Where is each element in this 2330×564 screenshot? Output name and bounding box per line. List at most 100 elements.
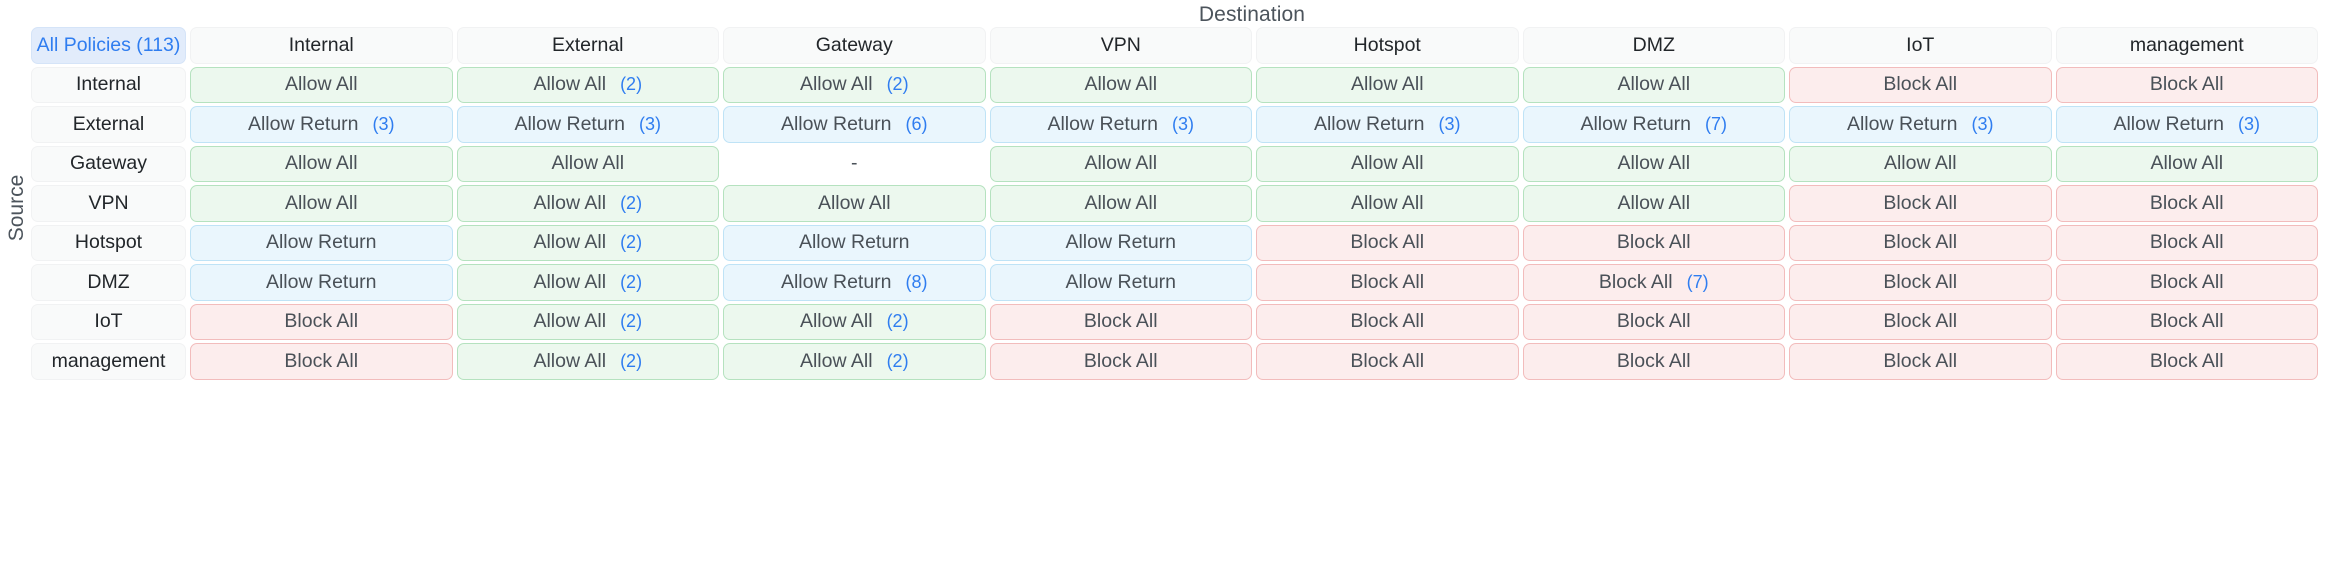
matrix-cell-label: Block All: [2149, 270, 2224, 293]
matrix-cell-content: Block All(7): [1599, 272, 1709, 293]
matrix-cell[interactable]: Allow Return(3): [1256, 106, 1519, 143]
matrix-cell[interactable]: Allow All: [190, 145, 453, 182]
column-header-external[interactable]: External: [456, 27, 719, 64]
matrix-cell[interactable]: Allow Return: [989, 264, 1252, 301]
matrix-cell-content: Allow All: [1084, 153, 1157, 174]
matrix-cell[interactable]: Allow All: [989, 145, 1252, 182]
row-header-label: VPN: [88, 191, 129, 214]
matrix-cell[interactable]: Block All: [1522, 224, 1785, 261]
row-header-external[interactable]: External: [31, 106, 186, 143]
column-header-gateway[interactable]: Gateway: [723, 27, 986, 64]
matrix-cell[interactable]: Allow All(2): [456, 303, 719, 340]
matrix-cell-label: Block All: [1350, 270, 1425, 293]
matrix-cell[interactable]: Block All: [989, 343, 1252, 380]
matrix-cell[interactable]: Block All: [1522, 343, 1785, 380]
matrix-cell[interactable]: Allow All: [1256, 145, 1519, 182]
matrix-cell[interactable]: Allow All: [456, 145, 719, 182]
matrix-cell[interactable]: Allow All(2): [723, 303, 986, 340]
matrix-cell-content: Allow All: [1350, 191, 1424, 214]
column-header-iot[interactable]: IoT: [1789, 27, 2052, 64]
matrix-cell[interactable]: Allow All: [1522, 66, 1785, 103]
column-header-hotspot[interactable]: Hotspot: [1256, 27, 1519, 64]
matrix-cell[interactable]: Allow All: [1789, 145, 2052, 182]
matrix-cell[interactable]: Allow All: [723, 185, 986, 222]
matrix-cell[interactable]: Allow Return(3): [190, 106, 453, 143]
row-header-dmz[interactable]: DMZ: [31, 264, 186, 301]
matrix-cell-content: Allow All: [2150, 153, 2223, 174]
matrix-cell[interactable]: Block All: [989, 303, 1252, 340]
matrix-cell[interactable]: Allow All(2): [456, 66, 719, 103]
matrix-cell[interactable]: Block All: [2055, 343, 2318, 380]
matrix-cell[interactable]: Allow Return(3): [456, 106, 719, 143]
matrix-cell-label: Block All: [1883, 73, 1958, 95]
matrix-cell-label: Block All: [2149, 73, 2224, 95]
matrix-cell[interactable]: Block All: [1256, 303, 1519, 340]
matrix-cell[interactable]: Allow All: [1256, 185, 1519, 222]
matrix-cell[interactable]: Block All: [190, 303, 453, 340]
matrix-cell[interactable]: Allow All(2): [456, 264, 719, 301]
matrix-cell[interactable]: Block All: [2055, 185, 2318, 222]
column-header-vpn[interactable]: VPN: [989, 27, 1252, 64]
matrix-cell[interactable]: Allow Return(3): [1789, 106, 2052, 143]
matrix-cell[interactable]: Allow All: [190, 185, 453, 222]
matrix-cell[interactable]: Block All(7): [1522, 264, 1785, 301]
matrix-cell[interactable]: Block All: [2055, 303, 2318, 340]
matrix-cell[interactable]: Block All: [2055, 224, 2318, 261]
matrix-cell-label: Block All: [1883, 310, 1958, 332]
matrix-cell[interactable]: Allow All: [1256, 66, 1519, 103]
matrix-cell[interactable]: Block All: [1256, 343, 1519, 380]
row-header-label: management: [51, 349, 166, 372]
matrix-cell[interactable]: Allow Return: [190, 224, 453, 261]
row-header-vpn[interactable]: VPN: [31, 185, 186, 222]
matrix-cell[interactable]: Allow All(2): [456, 343, 719, 380]
matrix-cell[interactable]: Allow Return(7): [1522, 106, 1785, 143]
matrix-cell-label: Allow All: [1350, 191, 1424, 214]
column-header-internal[interactable]: Internal: [190, 27, 453, 64]
matrix-cell[interactable]: Allow All(2): [456, 224, 719, 261]
matrix-cell[interactable]: Block All: [2055, 264, 2318, 301]
matrix-cell[interactable]: Allow All: [989, 185, 1252, 222]
column-header-dmz[interactable]: DMZ: [1522, 27, 1785, 64]
matrix-cell[interactable]: Block All: [1789, 264, 2052, 301]
matrix-cell[interactable]: Allow All: [190, 66, 453, 103]
matrix-cell[interactable]: Allow All(2): [456, 185, 719, 222]
matrix-cell[interactable]: Block All: [1789, 185, 2052, 222]
matrix-cell[interactable]: Block All: [1789, 224, 2052, 261]
matrix-cell[interactable]: Block All: [2055, 66, 2318, 103]
matrix-cell[interactable]: Allow Return(8): [723, 264, 986, 301]
matrix-cell-content: Allow Return: [266, 272, 377, 293]
matrix-cell[interactable]: Block All: [1256, 224, 1519, 261]
matrix-cell[interactable]: Allow All(2): [723, 343, 986, 380]
matrix-cell[interactable]: Allow Return: [723, 224, 986, 261]
row-header-internal[interactable]: Internal: [31, 66, 186, 103]
matrix-cell[interactable]: Allow All: [1522, 185, 1785, 222]
matrix-cell-content: Allow All: [1084, 74, 1157, 95]
row-header-hotspot[interactable]: Hotspot: [31, 224, 186, 261]
row-header-gateway[interactable]: Gateway: [31, 145, 186, 182]
matrix-cell[interactable]: Allow All: [2055, 145, 2318, 182]
matrix-cell-label: Allow Return: [1313, 112, 1425, 135]
matrix-cell[interactable]: Allow Return(6): [723, 106, 986, 143]
row-header-iot[interactable]: IoT: [31, 303, 186, 340]
matrix-cell[interactable]: Allow Return(3): [989, 106, 1252, 143]
matrix-cell[interactable]: Allow Return: [190, 264, 453, 301]
matrix-cell[interactable]: Allow Return: [989, 224, 1252, 261]
matrix-cell[interactable]: Block All: [1256, 264, 1519, 301]
matrix-cell[interactable]: Allow All(2): [723, 66, 986, 103]
matrix-cell[interactable]: Allow All: [1522, 145, 1785, 182]
matrix-cell-label: Allow Return: [1846, 112, 1958, 135]
matrix-cell-label: Allow Return: [780, 112, 892, 135]
all-policies-button[interactable]: All Policies (113): [31, 27, 186, 64]
matrix-cell[interactable]: Allow Return(3): [2055, 106, 2318, 143]
matrix-cell[interactable]: Block All: [1789, 303, 2052, 340]
matrix-cell[interactable]: Block All: [1789, 343, 2052, 380]
matrix-cell-label: Allow All: [799, 349, 873, 372]
matrix-cell-label: Allow All: [551, 152, 625, 174]
matrix-cell[interactable]: Allow All: [989, 66, 1252, 103]
matrix-cell[interactable]: Block All: [1789, 66, 2052, 103]
row-header-management[interactable]: management: [31, 343, 186, 380]
column-header-management[interactable]: management: [2055, 27, 2318, 64]
matrix-cell-count: (2): [620, 311, 643, 331]
matrix-cell[interactable]: Block All: [190, 343, 453, 380]
matrix-cell[interactable]: Block All: [1522, 303, 1785, 340]
